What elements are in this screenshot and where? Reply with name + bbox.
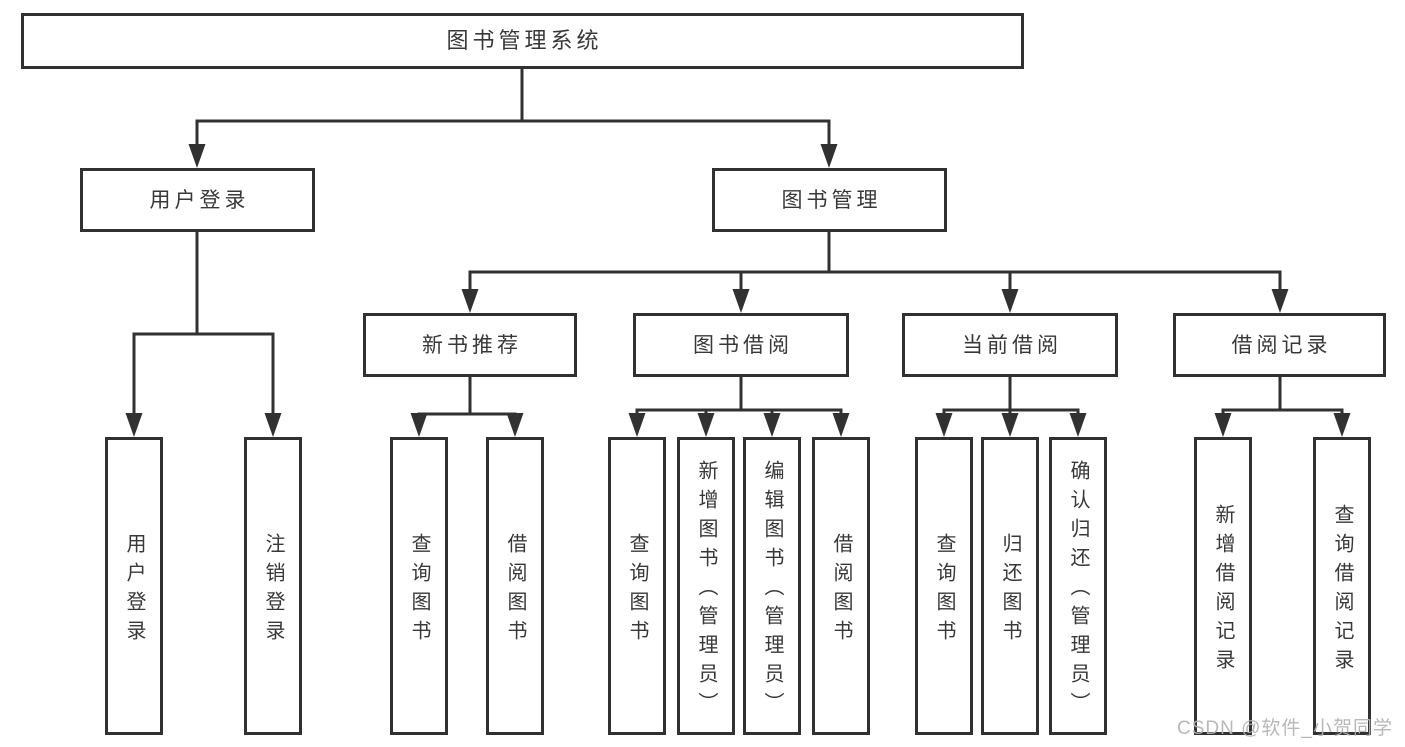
- leaf-edit-books-admin: 编辑图书（管理员）: [743, 437, 801, 735]
- leaf-add-books-admin: 新增图书（管理员）: [677, 437, 735, 735]
- node-label: 借阅图书: [830, 532, 852, 649]
- node-label: 新书推荐: [422, 333, 522, 357]
- tree-edges: [132, 68, 1344, 417]
- leaf-query-books-recommend: 查询图书: [390, 437, 448, 735]
- arrowhead: [763, 413, 781, 437]
- node-label: 注销登录: [262, 532, 284, 649]
- arrowhead: [697, 413, 715, 437]
- node-label: 用户登录: [123, 532, 145, 649]
- node-label: 新增图书（管理员）: [695, 460, 717, 721]
- node-label: 图书管理: [781, 188, 882, 212]
- node-label: 查询图书: [626, 532, 648, 649]
- node-book-borrowing: 图书借阅: [633, 313, 849, 377]
- arrowhead: [1214, 413, 1232, 437]
- node-current-borrowing: 当前借阅: [902, 313, 1118, 377]
- edge-login-to-children: [132, 231, 275, 416]
- node-label: 归还图书: [999, 532, 1021, 649]
- edge-current-to-children: [942, 376, 1080, 415]
- node-label: 查询借阅记录: [1331, 503, 1353, 678]
- node-label: 确认归还（管理员）: [1067, 460, 1089, 721]
- arrowhead: [506, 413, 524, 437]
- node-label: 当前借阅: [962, 333, 1062, 357]
- leaf-add-borrow-record: 新增借阅记录: [1194, 437, 1252, 735]
- edge-borrow-to-children: [635, 376, 843, 415]
- arrowhead: [1069, 413, 1087, 437]
- arrowhead: [264, 413, 282, 437]
- node-label: 用户登录: [149, 188, 250, 212]
- leaf-query-borrow-record: 查询借阅记录: [1313, 437, 1371, 735]
- edge-mgmt-to-level3: [468, 231, 1282, 292]
- node-label: 图书借阅: [693, 333, 793, 357]
- node-label: 查询图书: [408, 532, 430, 649]
- node-label: 新增借阅记录: [1212, 503, 1234, 678]
- arrowhead: [628, 413, 646, 437]
- leaf-return-books: 归还图书: [981, 437, 1039, 735]
- arrowhead: [935, 413, 953, 437]
- arrowheads: [125, 144, 1351, 437]
- arrowhead: [1001, 413, 1019, 437]
- arrowhead: [410, 413, 428, 437]
- node-label: 借阅记录: [1231, 333, 1332, 357]
- arrowhead: [820, 144, 838, 168]
- arrowhead: [461, 289, 479, 313]
- leaf-query-books-current: 查询图书: [915, 437, 973, 735]
- csdn-watermark: CSDN @软件_小贺同学: [1177, 718, 1393, 739]
- node-label: 借阅图书: [504, 532, 526, 649]
- edge-newbook-to-children: [417, 376, 517, 417]
- leaf-confirm-return-admin: 确认归还（管理员）: [1049, 437, 1107, 735]
- leaf-query-books-borrow: 查询图书: [608, 437, 666, 735]
- arrowhead: [832, 413, 850, 437]
- arrowhead: [188, 144, 206, 168]
- leaf-borrow-books: 借阅图书: [812, 437, 870, 735]
- edge-root-to-level2: [195, 68, 831, 148]
- node-label: 图书管理系统: [446, 28, 603, 53]
- arrowhead: [1271, 289, 1289, 313]
- arrowhead: [732, 289, 750, 313]
- arrowhead: [1333, 413, 1351, 437]
- arrowhead: [1001, 289, 1019, 313]
- edge-record-to-children: [1221, 376, 1344, 415]
- node-new-book-recommend: 新书推荐: [363, 313, 577, 377]
- node-borrowing-records: 借阅记录: [1173, 313, 1386, 377]
- leaf-user-login: 用户登录: [105, 437, 163, 735]
- node-user-login: 用户登录: [80, 168, 315, 232]
- node-library-system: 图书管理系统: [21, 13, 1024, 69]
- node-label: 编辑图书（管理员）: [761, 460, 783, 721]
- leaf-logout: 注销登录: [244, 437, 302, 735]
- node-label: 查询图书: [933, 532, 955, 649]
- leaf-borrow-books-recommend: 借阅图书: [486, 437, 544, 735]
- arrowhead: [125, 413, 143, 437]
- node-book-management: 图书管理: [712, 168, 947, 232]
